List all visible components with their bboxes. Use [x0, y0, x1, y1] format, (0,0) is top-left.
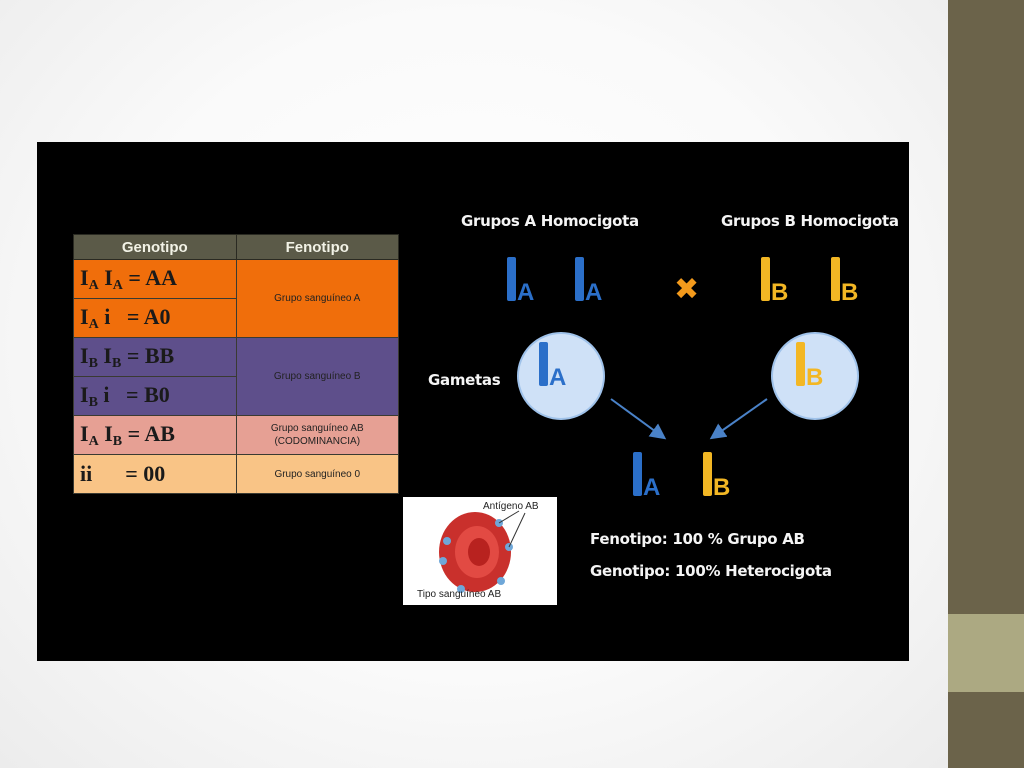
- genotype-cell: IB IB = BB: [73, 337, 237, 377]
- allele: i: [103, 381, 110, 407]
- red-blood-cell-icon: [439, 510, 526, 593]
- genotype-cell: ii = 00: [73, 454, 237, 494]
- allele: I: [103, 342, 112, 368]
- table-row: IA IA = AA Grupo sanguíneo A: [73, 259, 399, 338]
- genotype-cell: IA IA = AA: [73, 259, 237, 299]
- table-row: IB IB = BB Grupo sanguíneo B: [73, 337, 399, 416]
- table-row: IA IB = AB Grupo sanguíneo AB(CODOMINANC…: [73, 415, 399, 455]
- table-row: ii = 00 Grupo sanguíneo 0: [73, 454, 399, 494]
- phenotype-note: (CODOMINANCIA): [274, 436, 361, 447]
- allele-subscript: A: [585, 279, 603, 306]
- allele-subscript: A: [549, 364, 567, 391]
- phenotype-cell: Grupo sanguíneo B: [235, 337, 399, 416]
- offspring-allele-ib: B: [703, 452, 730, 500]
- allele-subscript: B: [111, 355, 122, 371]
- gamete-allele-ia: A: [539, 342, 566, 390]
- gamete-arrows: [610, 398, 768, 440]
- blood-cell-thumbnail: Antígeno AB Tipo sanguíneo AB: [403, 497, 557, 605]
- allele-bar: [539, 342, 548, 386]
- allele-bar: [633, 452, 642, 496]
- allele: I: [80, 342, 89, 368]
- genotype-value: = AB: [127, 420, 175, 446]
- allele-ia: A: [575, 257, 602, 305]
- parent-b-title: Grupos B Homocigota: [721, 212, 899, 230]
- gamete-a-circle: [517, 332, 605, 420]
- phenotype-text: Grupo sanguíneo AB: [270, 423, 364, 434]
- gametes-label: Gametas: [428, 371, 501, 389]
- allele-ib: B: [831, 257, 858, 305]
- arrow-b-icon: [709, 398, 768, 440]
- gamete-allele-ib: B: [796, 342, 823, 390]
- allele-bar: [831, 257, 840, 301]
- genotype-value: = BB: [126, 342, 175, 368]
- allele-subscript: A: [517, 279, 535, 306]
- table-row: IA i = A0: [73, 298, 399, 338]
- allele-subscript: B: [841, 279, 859, 306]
- genotype-value: = A0: [126, 303, 171, 329]
- allele-subscript: B: [771, 279, 789, 306]
- genotype-value: = 00: [125, 461, 166, 486]
- side-bar-accent: [948, 614, 1024, 692]
- allele-subscript: B: [88, 394, 98, 410]
- table-row: IB i = B0: [73, 376, 399, 416]
- genotype-value: = B0: [126, 381, 170, 407]
- allele: I: [80, 303, 89, 329]
- phenotype-header: Fenotipo: [235, 234, 399, 260]
- phenotype-cell: Grupo sanguíneo 0: [235, 454, 399, 494]
- allele-ia: A: [507, 257, 534, 305]
- allele-subscript: A: [112, 277, 123, 293]
- parent-a-title: Grupos A Homocigota: [461, 212, 639, 230]
- genotype-cell: IA IB = AB: [73, 415, 237, 455]
- allele: I: [104, 264, 113, 290]
- allele-subscript: A: [88, 433, 99, 449]
- genotype-value: = AA: [128, 264, 177, 290]
- allele-bar: [703, 452, 712, 496]
- offspring-allele-ia: A: [633, 452, 660, 500]
- gamete-b-circle: [771, 332, 859, 420]
- allele-subscript: B: [713, 474, 731, 501]
- allele-bar: [507, 257, 516, 301]
- genotype-cell: IB i = B0: [73, 376, 237, 416]
- diagram-panel: Genotipo Fenotipo IA IA = AA Grupo sangu…: [37, 142, 909, 661]
- allele: I: [80, 420, 89, 446]
- allele-subscript: A: [88, 316, 99, 332]
- blood-type-label: Tipo sanguíneo AB: [417, 589, 502, 600]
- genotype-cell: IA i = A0: [73, 298, 237, 338]
- antigen-label: Antígeno AB: [483, 501, 539, 512]
- allele: I: [104, 420, 113, 446]
- genotype-header: Genotipo: [73, 234, 237, 260]
- allele-subscript: B: [88, 355, 98, 371]
- allele: I: [80, 264, 89, 290]
- allele-ib: B: [761, 257, 788, 305]
- arrow-a-icon: [610, 398, 667, 440]
- phenotype-cell: Grupo sanguíneo AB (CODOMINANCIA): [235, 415, 399, 455]
- allele-bar: [761, 257, 770, 301]
- allele-subscript: A: [88, 277, 99, 293]
- allele-subscript: B: [112, 433, 123, 449]
- result-phenotype: Fenotipo: 100 % Grupo AB: [590, 530, 805, 548]
- allele-subscript: B: [806, 364, 824, 391]
- allele: I: [80, 381, 89, 407]
- cross-icon: ✖: [674, 272, 700, 307]
- allele-bar: [796, 342, 805, 386]
- phenotype-cell: Grupo sanguíneo A: [235, 259, 399, 338]
- genotype-table: Genotipo Fenotipo IA IA = AA Grupo sangu…: [73, 234, 399, 494]
- allele: i: [104, 303, 111, 329]
- allele-subscript: A: [643, 474, 661, 501]
- allele-bar: [575, 257, 584, 301]
- result-genotype: Genotipo: 100% Heterocigota: [590, 562, 832, 580]
- allele: ii: [80, 461, 93, 486]
